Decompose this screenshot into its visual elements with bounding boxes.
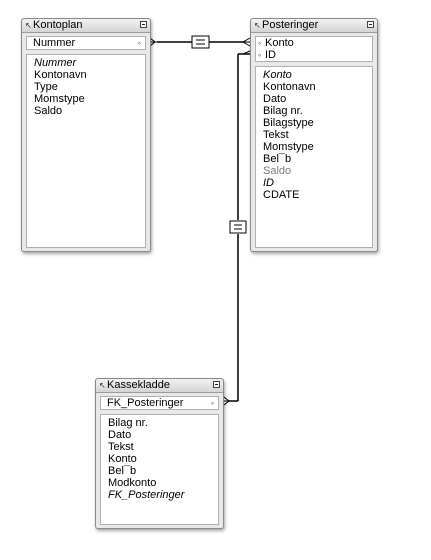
field-item[interactable]: Konto <box>108 453 137 465</box>
key-label: Nummer <box>33 37 76 49</box>
table-title-bar[interactable]: ↖ Kontoplan <box>22 19 150 33</box>
key-row-id[interactable]: ◦ ID <box>256 49 372 61</box>
table-kassekladde[interactable]: ↖ Kassekladde FK_Posteringer ◦ Bilag nr.… <box>95 378 224 529</box>
table-title-bar[interactable]: ↖ Kassekladde <box>96 379 223 393</box>
relationship-operator-icon[interactable] <box>229 220 247 234</box>
field-item[interactable]: Tekst <box>263 129 289 141</box>
arrow-nw-icon: ↖ <box>254 21 261 30</box>
field-item[interactable]: Nummer <box>34 57 77 69</box>
field-item[interactable]: Bel¯b <box>108 465 137 477</box>
field-list: Bilag nr. Dato Tekst Konto Bel¯b Modkont… <box>100 414 219 525</box>
key-row-konto[interactable]: ◦ Konto <box>256 37 372 49</box>
collapse-icon[interactable] <box>367 21 374 28</box>
field-item[interactable]: Dato <box>108 429 132 441</box>
key-dot-icon: ◦ <box>210 398 214 408</box>
field-item[interactable]: Type <box>34 81 58 93</box>
field-item[interactable]: Bel¯b <box>263 153 292 165</box>
key-row-fk-posteringer[interactable]: FK_Posteringer ◦ <box>101 397 218 409</box>
field-item[interactable]: Modkonto <box>108 477 157 489</box>
table-title-bar[interactable]: ↖ Posteringer <box>251 19 377 33</box>
key-fields: ◦ Konto ◦ ID <box>255 36 373 62</box>
field-list: Konto Kontonavn Dato Bilag nr. Bilagstyp… <box>255 66 373 248</box>
relationship-kontoplan-posteringer[interactable] <box>149 37 251 47</box>
field-item[interactable]: Momstype <box>263 141 314 153</box>
key-fields: Nummer ◦ <box>26 36 146 50</box>
field-item[interactable]: Momstype <box>34 93 85 105</box>
field-item[interactable]: FK_Posteringer <box>108 489 185 501</box>
field-item[interactable]: Bilagstype <box>263 117 314 129</box>
field-item[interactable]: Saldo <box>34 105 63 117</box>
field-item[interactable]: Kontonavn <box>34 69 87 81</box>
arrow-nw-icon: ↖ <box>25 21 32 30</box>
field-item[interactable]: Bilag nr. <box>263 105 303 117</box>
field-item[interactable]: Kontonavn <box>263 81 316 93</box>
relationship-posteringer-kassekladde[interactable] <box>223 50 251 406</box>
field-item[interactable]: CDATE <box>263 189 300 201</box>
key-label: ID <box>265 49 276 61</box>
field-item[interactable]: Dato <box>263 93 287 105</box>
collapse-icon[interactable] <box>213 381 220 388</box>
field-item[interactable]: ID <box>263 177 274 189</box>
field-item[interactable]: Saldo <box>263 165 292 177</box>
table-title: Kassekladde <box>107 379 170 391</box>
key-label: Konto <box>265 37 294 49</box>
field-item[interactable]: Konto <box>263 69 292 81</box>
field-item[interactable]: Tekst <box>108 441 134 453</box>
key-fields: FK_Posteringer ◦ <box>100 396 219 410</box>
collapse-icon[interactable] <box>140 21 147 28</box>
arrow-nw-icon: ↖ <box>99 381 106 390</box>
table-title: Posteringer <box>262 19 319 31</box>
table-posteringer[interactable]: ↖ Posteringer ◦ Konto ◦ ID Konto Kontona… <box>250 18 378 252</box>
key-dot-icon: ◦ <box>137 38 141 48</box>
key-row-nummer[interactable]: Nummer ◦ <box>27 37 145 49</box>
key-dot-icon: ◦ <box>258 38 262 48</box>
key-dot-icon: ◦ <box>258 50 262 60</box>
relationship-operator-icon[interactable] <box>191 35 210 49</box>
field-item[interactable]: Bilag nr. <box>108 417 148 429</box>
table-title: Kontoplan <box>33 19 83 31</box>
field-list: Nummer Kontonavn Type Momstype Saldo <box>26 54 146 248</box>
key-label: FK_Posteringer <box>107 397 184 409</box>
table-kontoplan[interactable]: ↖ Kontoplan Nummer ◦ Nummer Kontonavn Ty… <box>21 18 151 252</box>
